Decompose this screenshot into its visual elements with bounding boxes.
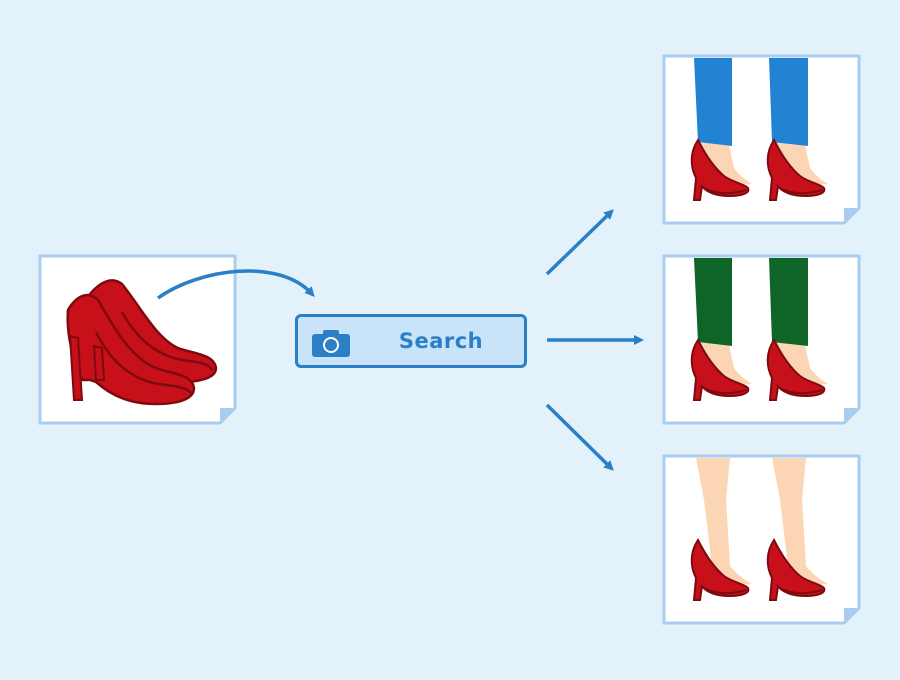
arrow-to-search — [156, 269, 315, 300]
result-card-2 — [662, 254, 861, 425]
red-heels-bare-legs-icon — [690, 458, 828, 601]
red-high-heels-pair-icon — [66, 279, 218, 406]
red-heels-with-blue-pants-icon — [690, 58, 828, 201]
result-card-3 — [662, 454, 861, 625]
arrow-to-result-1 — [545, 209, 614, 276]
red-heels-with-green-pants-icon — [690, 258, 828, 401]
query-image-card — [38, 254, 237, 425]
search-button[interactable]: Search — [295, 314, 527, 368]
search-label: Search — [398, 329, 484, 353]
arrow-to-result-3 — [545, 403, 614, 471]
result-card-1 — [662, 54, 861, 225]
camera-icon — [312, 330, 350, 357]
